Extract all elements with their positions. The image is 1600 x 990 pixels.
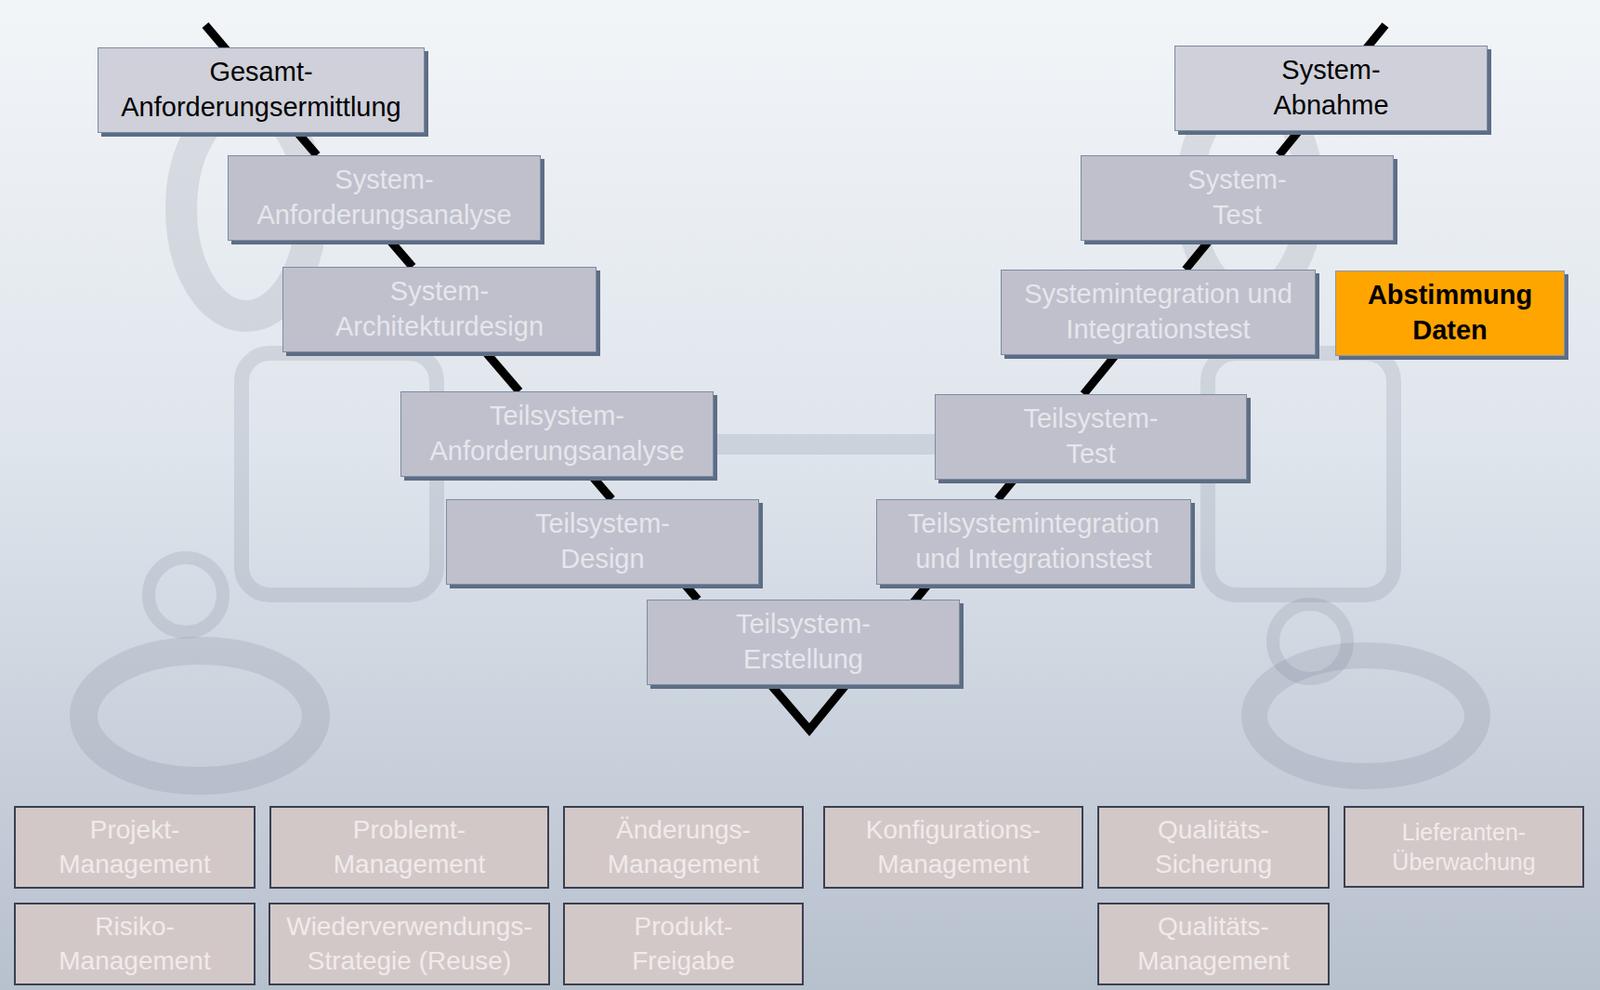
process-box: System- Architekturdesign [282,266,597,353]
process-box: Gesamt- Anforderungsermittlung [97,47,425,133]
box-label: Änderungs- Management [607,813,760,881]
box-label: Problemt- Management [333,813,486,881]
process-box: System- Abnahme [1174,45,1488,132]
v-model-line [592,476,613,499]
box-label: System- Test [1187,162,1286,233]
box-label: Projekt- Management [58,813,210,881]
box-label: Abstimmung Daten [1367,277,1533,348]
v-model-line [390,240,413,267]
box-label: System- Anforderungsanalyse [256,162,512,233]
highlight-box: Abstimmung Daten [1335,270,1565,356]
management-box: Lieferanten- Überwachung [1343,805,1585,888]
process-box: Teilsystem- Test [934,393,1247,480]
management-box: Wiederverwendungs- Strategie (Reuse) [268,902,551,985]
v-model-line [684,584,698,600]
process-box: System- Test [1080,155,1394,241]
box-label: Risiko- Management [58,909,210,978]
management-box: Produkt- Freigabe [563,902,804,985]
brake-disc [1272,603,1348,679]
box-label: Systemintegration und Integrationstest [1009,276,1307,347]
box-label: System- Architekturdesign [335,274,544,344]
process-box: System- Anforderungsanalyse [227,155,541,241]
management-box: Problemt- Management [269,805,550,889]
box-label: Teilsystem- Anforderungsanalyse [429,398,684,469]
management-box: Qualitäts- Management [1097,902,1330,985]
box-label: Produkt- Freigabe [631,909,735,978]
process-box: Teilsystem- Anforderungsanalyse [400,391,714,477]
v-model-line [485,352,520,392]
process-box: Teilsystem- Erstellung [646,599,960,685]
box-label: Wiederverwendungs- Strategie (Reuse) [277,909,541,978]
process-box: Teilsystemintegration und Integrationste… [876,498,1192,585]
brake-disc [148,557,223,632]
box-label: Lieferanten- Überwachung [1391,816,1535,878]
management-box: Änderungs- Management [563,805,804,889]
box-label: System- Abnahme [1272,52,1389,123]
process-box: Teilsystem- Design [445,498,760,585]
management-box: Konfigurations- Management [823,805,1084,889]
v-model-line [1185,240,1209,270]
chassis-drawing [83,92,1478,781]
management-box: Risiko- Management [13,902,256,985]
box-label: Teilsystem- Design [535,506,670,577]
management-box: Projekt- Management [13,805,256,889]
v-model-line [297,132,317,156]
process-box: Systemintegration und Integrationstest [1000,269,1316,355]
box-label: Teilsystem- Erstellung [735,606,871,677]
box-label: Teilsystem- Test [1022,401,1158,472]
management-box: Qualitäts- Sicherung [1097,805,1330,889]
box-label: Konfigurations- Management [865,813,1041,881]
v-model-line [997,479,1014,499]
box-label: Teilsystemintegration und Integrationste… [885,506,1182,577]
box-label: Qualitäts- Management [1137,909,1289,978]
v-model-line [1083,354,1115,394]
v-model-line [1278,131,1299,156]
box-label: Qualitäts- Sicherung [1154,813,1273,881]
wheel [83,650,316,781]
box-label: Gesamt- Anforderungsermittlung [120,54,401,125]
